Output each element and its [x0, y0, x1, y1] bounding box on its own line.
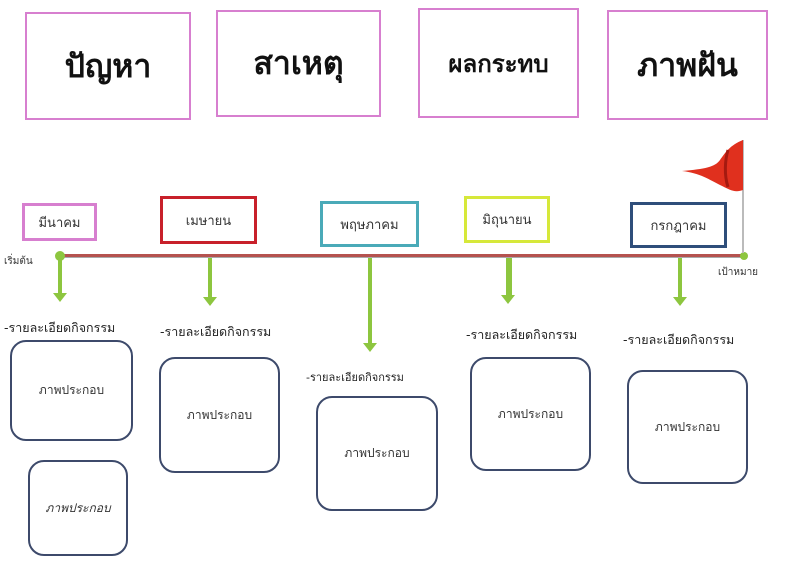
- month-march: มีนาคม: [22, 203, 97, 241]
- arrow-down-icon: [363, 258, 377, 352]
- image-placeholder: ภาพประกอบ: [316, 396, 438, 511]
- timeline-end-dot: [740, 252, 748, 260]
- image-placeholder: ภาพประกอบ: [28, 460, 128, 556]
- header-impact: ผลกระทบ: [418, 8, 579, 118]
- activity-detail-3: -รายละเอียดกิจกรรม: [306, 371, 404, 384]
- timeline-start-label: เริ่มต้น: [4, 256, 33, 267]
- timeline-line: [60, 254, 746, 258]
- header-problem: ปัญหา: [25, 12, 191, 120]
- month-may: พฤษภาคม: [320, 201, 419, 247]
- image-placeholder: ภาพประกอบ: [159, 357, 280, 473]
- header-cause: สาเหตุ: [216, 10, 381, 117]
- arrow-down-icon: [501, 258, 515, 304]
- activity-detail-2: -รายละเอียดกิจกรรม: [160, 324, 272, 339]
- goal-flag-icon: [682, 140, 744, 253]
- header-vision: ภาพฝัน: [607, 10, 768, 120]
- arrow-down-icon: [53, 260, 67, 302]
- month-april: เมษายน: [160, 196, 257, 244]
- month-june: มิถุนายน: [464, 196, 550, 243]
- timeline-start-dot: [55, 251, 65, 261]
- activity-detail-5: -รายละเอียดกิจกรรม: [623, 332, 735, 347]
- image-placeholder: ภาพประกอบ: [470, 357, 591, 471]
- activity-detail-1: -รายละเอียดกิจกรรม: [4, 320, 116, 335]
- timeline-end-label: เป้าหมาย: [718, 267, 759, 278]
- activity-detail-4: -รายละเอียดกิจกรรม: [466, 327, 578, 342]
- arrow-down-icon: [203, 258, 217, 306]
- arrow-down-icon: [673, 258, 687, 306]
- image-placeholder: ภาพประกอบ: [627, 370, 748, 484]
- month-july: กรกฎาคม: [630, 202, 727, 248]
- image-placeholder: ภาพประกอบ: [10, 340, 133, 441]
